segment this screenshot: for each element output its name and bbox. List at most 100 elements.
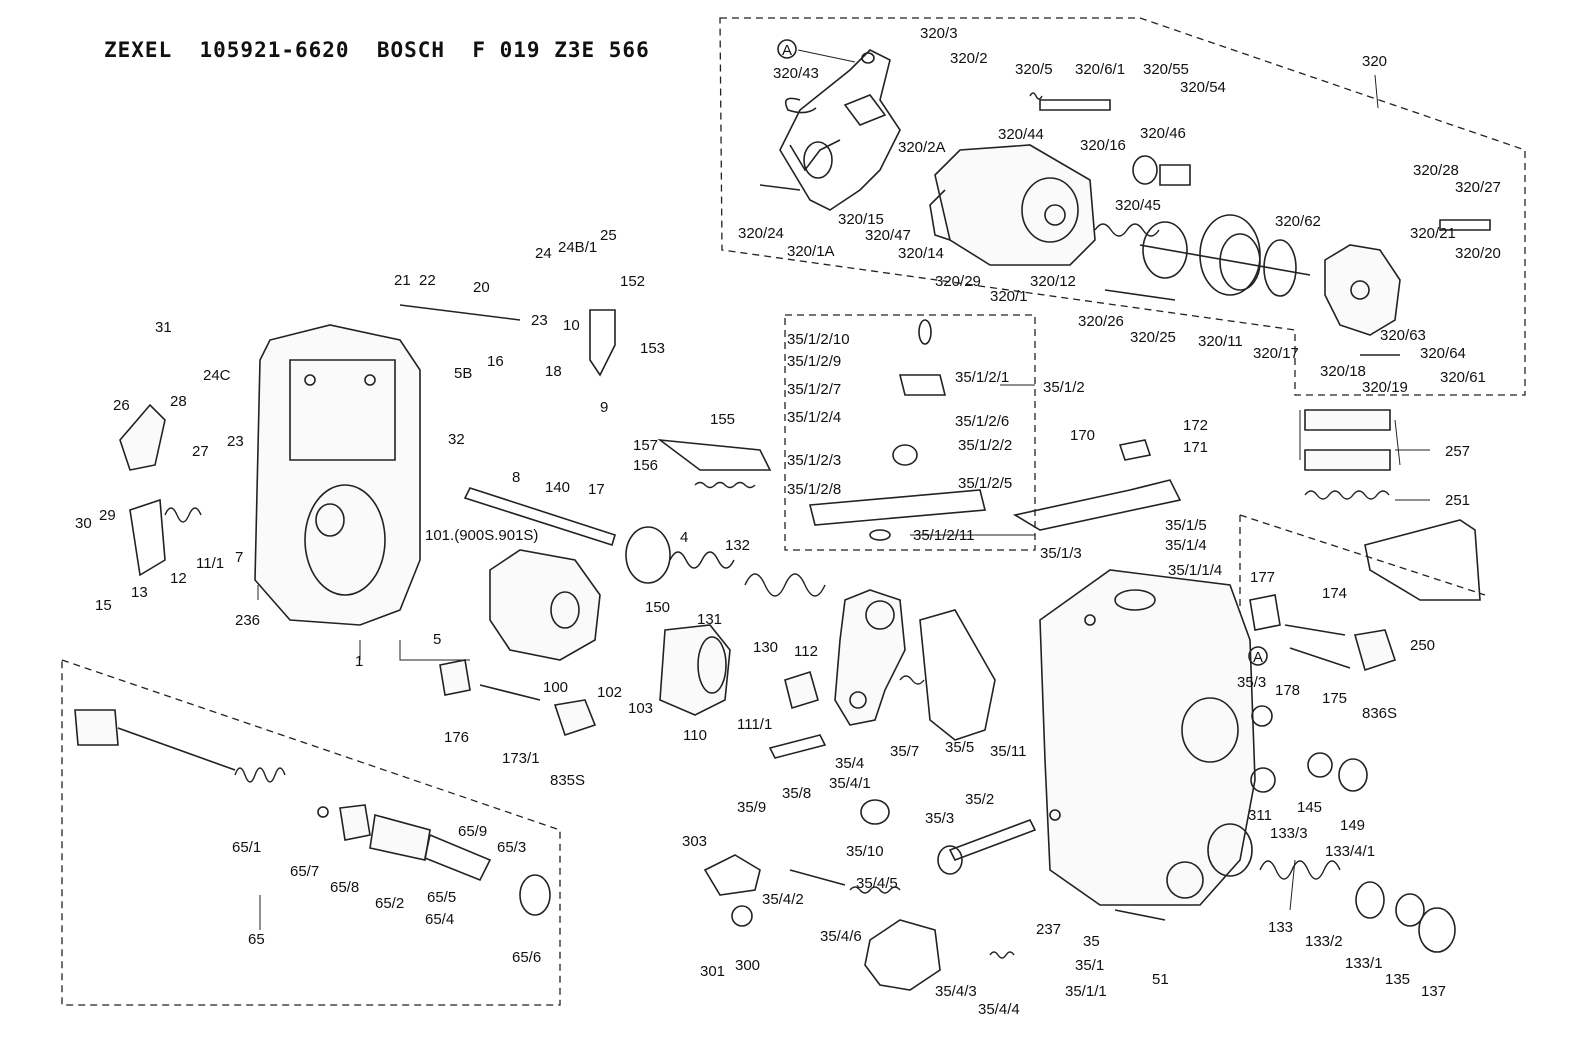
- nut-177: [1249, 594, 1281, 631]
- leader-lines: [257, 49, 1430, 930]
- label-1: 1: [355, 653, 363, 670]
- spring-320-5: [1029, 92, 1043, 100]
- label-35-1-2-7: 35/1/2/7: [787, 381, 841, 398]
- label-320-26: 320/26: [1078, 313, 1124, 330]
- screw-320-27: [1439, 219, 1491, 231]
- label-35-1-3: 35/1/3: [1040, 545, 1082, 562]
- nut-145: [1307, 752, 1333, 778]
- label-320-6-1: 320/6/1: [1075, 61, 1125, 78]
- flyweight-holder-100: [489, 549, 601, 661]
- label-35-4: 35/4: [835, 755, 864, 772]
- label-35-1-2-1: 35/1/2/1: [955, 369, 1009, 386]
- label-24B-1: 24B/1: [558, 239, 597, 256]
- spring-251: [1304, 490, 1390, 500]
- cap-836S: [1353, 629, 1397, 672]
- pin-35-2: [948, 818, 1037, 862]
- rod-35-4-2: [789, 869, 846, 886]
- governor-housing: [929, 144, 1096, 266]
- label-236: 236: [235, 612, 260, 629]
- label-35-4-2: 35/4/2: [762, 891, 804, 908]
- label-133-3: 133/3: [1270, 825, 1308, 842]
- label-23-mid: 23: [227, 433, 244, 450]
- label-13: 13: [131, 584, 148, 601]
- washer-65-7: [317, 806, 329, 818]
- label-28: 28: [170, 393, 187, 410]
- label-35-1-2-2: 35/1/2/2: [958, 437, 1012, 454]
- label-320-3: 320/3: [920, 25, 958, 42]
- label-320-47: 320/47: [865, 227, 911, 244]
- label-35-3-left: 35/3: [925, 810, 954, 827]
- label-27: 27: [192, 443, 209, 460]
- cap-835S: [553, 699, 597, 737]
- label-320-29: 320/29: [935, 273, 981, 290]
- label-15: 15: [95, 597, 112, 614]
- body-65-2: [369, 813, 431, 861]
- label-9: 9: [600, 399, 608, 416]
- label-103: 103: [628, 700, 653, 717]
- label-320-55: 320/55: [1143, 61, 1189, 78]
- spring-12: [164, 507, 202, 523]
- label-174: 174: [1322, 585, 1347, 602]
- label-150: 150: [645, 599, 670, 616]
- spring-320-16: [1094, 223, 1160, 237]
- label-177: 177: [1250, 569, 1275, 586]
- shaft-20: [399, 304, 521, 321]
- label-35-1-2-5: 35/1/2/5: [958, 475, 1012, 492]
- label-171: 171: [1183, 439, 1208, 456]
- label-24C: 24C: [203, 367, 231, 384]
- label-156: 156: [633, 457, 658, 474]
- shaft-140: [463, 487, 616, 547]
- label-112: 112: [794, 643, 818, 660]
- label-65-4: 65/4: [425, 911, 454, 928]
- label-5: 5: [433, 631, 441, 648]
- plug-35-3: [937, 845, 963, 875]
- spring-132: [694, 481, 756, 489]
- screw-174: [1284, 624, 1346, 636]
- pin-320-6-1: [1039, 99, 1111, 111]
- label-320-2A: 320/2A: [898, 139, 946, 156]
- label-32: 32: [448, 431, 465, 448]
- lever-155: [657, 438, 772, 471]
- label-149: 149: [1340, 817, 1365, 834]
- label-22: 22: [419, 272, 436, 289]
- label-320-12: 320/12: [1030, 273, 1076, 290]
- label-35-1-2-8: 35/1/2/8: [787, 481, 841, 498]
- part-300: [731, 905, 753, 927]
- label-320-28: 320/28: [1413, 162, 1459, 179]
- label-320-19: 320/19: [1362, 379, 1408, 396]
- diagram-title: ZEXEL 105921-6620 BOSCH F 019 Z3E 566: [104, 38, 650, 62]
- label-320-27: 320/27: [1455, 179, 1501, 196]
- ring-65-6: [519, 874, 551, 916]
- label-140: 140: [545, 479, 570, 496]
- label-100: 100: [543, 679, 568, 696]
- label-4: 4: [680, 529, 688, 546]
- label-320-1: 320/1: [990, 288, 1028, 305]
- label-51: 51: [1152, 971, 1169, 988]
- spring-35-4-5: [849, 886, 901, 894]
- diaphragm-parts: [1139, 214, 1311, 297]
- label-111-1: 111/1: [737, 716, 772, 733]
- label-35-4-6: 35/4/6: [820, 928, 862, 945]
- label-35-4-4: 35/4/4: [978, 1001, 1020, 1018]
- label-35-1-1: 35/1/1: [1065, 983, 1107, 1000]
- label-35-1-2-6: 35/1/2/6: [955, 413, 1009, 430]
- group-label-320: 320: [1362, 53, 1387, 70]
- label-65-3: 65/3: [497, 839, 526, 856]
- label-35-1-2-3: 35/1/2/3: [787, 452, 841, 469]
- screw-320-24: [759, 184, 801, 191]
- label-35-1-1-4: 35/1/1/4: [1168, 562, 1222, 579]
- label-16: 16: [487, 353, 504, 370]
- label-257: 257: [1445, 443, 1470, 460]
- callout-A-right: A: [1253, 649, 1263, 666]
- label-320-21: 320/21: [1410, 225, 1456, 242]
- spring-133: [1259, 860, 1341, 880]
- group-label-35-1-2: 35/1/2: [1043, 379, 1085, 396]
- label-23-top: 23: [531, 312, 548, 329]
- label-133-1: 133/1: [1345, 955, 1383, 972]
- cap-137: [1418, 907, 1456, 953]
- label-65-6: 65/6: [512, 949, 541, 966]
- washer-35-1-2-11: [869, 529, 891, 541]
- solenoid-65-1: [234, 767, 286, 783]
- governor-end-cover: [1324, 244, 1401, 336]
- pin-257b: [1304, 449, 1391, 471]
